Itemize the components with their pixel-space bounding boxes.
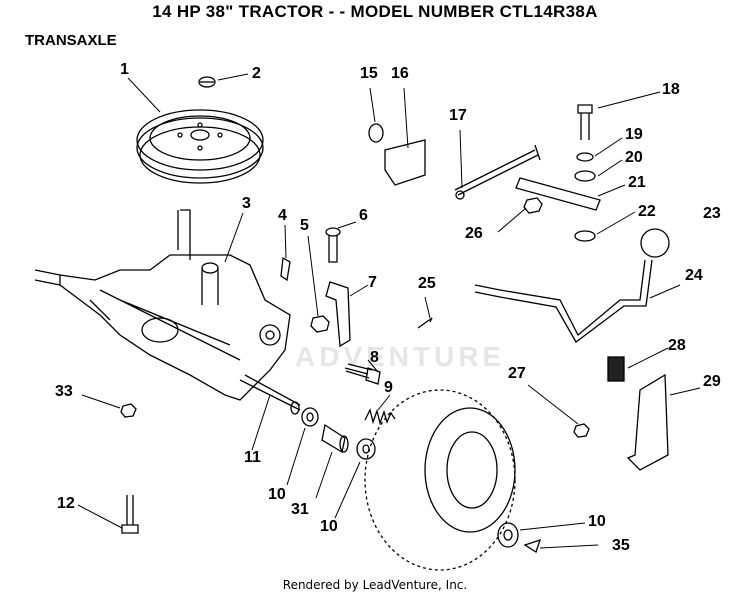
callout-33: 33 xyxy=(55,383,73,400)
callout-29: 29 xyxy=(703,373,721,390)
nut-part xyxy=(310,315,330,333)
callout-16: 16 xyxy=(391,65,409,82)
callout-25: 25 xyxy=(418,275,436,292)
retainer-part xyxy=(523,538,542,553)
callout-11: 11 xyxy=(244,449,261,466)
diagram-title: 14 HP 38" TRACTOR - - MODEL NUMBER CTL14… xyxy=(152,2,598,21)
callout-10-c: 10 xyxy=(588,513,606,530)
callout-28: 28 xyxy=(668,337,686,354)
spring-28-part xyxy=(607,356,625,382)
section-label: TRANSAXLE xyxy=(25,32,117,49)
bolt-18-part xyxy=(577,104,593,140)
callout-4: 4 xyxy=(278,207,287,224)
callout-15: 15 xyxy=(360,65,378,82)
footer-credit: Rendered by LeadVenture, Inc. xyxy=(282,578,468,592)
knob-part xyxy=(640,228,670,258)
cotter-pin-part xyxy=(417,317,433,329)
callout-23: 23 xyxy=(703,205,721,222)
washer-22-part xyxy=(574,230,596,242)
bracket-16-part xyxy=(384,139,426,186)
callout-9: 9 xyxy=(384,379,393,396)
link-rod-part xyxy=(454,144,541,200)
callout-18: 18 xyxy=(662,81,680,98)
callout-24: 24 xyxy=(685,267,703,284)
callout-7: 7 xyxy=(368,274,377,291)
callout-22: 22 xyxy=(638,203,656,220)
washer-part xyxy=(301,407,319,427)
lever-part xyxy=(474,259,653,343)
pin-part xyxy=(280,256,291,282)
callout-26: 26 xyxy=(465,225,483,242)
hex-bolt-part xyxy=(344,363,381,385)
callout-20: 20 xyxy=(625,149,643,166)
bracket-29-part xyxy=(626,373,669,471)
callout-19: 19 xyxy=(625,126,643,143)
bolt-12-part xyxy=(121,495,139,534)
pulley-part xyxy=(136,109,264,184)
washer-part xyxy=(497,522,519,548)
washer-20-part xyxy=(574,170,596,182)
callout-5: 5 xyxy=(300,217,309,234)
callout-31: 31 xyxy=(291,501,309,518)
nut-27-part xyxy=(573,423,590,438)
callout-3: 3 xyxy=(242,195,251,212)
bracket-part xyxy=(325,281,351,348)
nut-26-part xyxy=(523,197,543,214)
lockwasher-part xyxy=(576,152,594,162)
key-part xyxy=(198,76,216,88)
callout-10-b: 10 xyxy=(320,518,338,535)
callout-27: 27 xyxy=(508,365,526,382)
carriage-bolt-part xyxy=(325,227,341,263)
spacer-part xyxy=(321,423,349,454)
transaxle-part xyxy=(34,209,301,415)
spring-part xyxy=(364,408,396,426)
plate-part xyxy=(515,177,601,211)
callout-1: 1 xyxy=(120,61,129,78)
watermark-text: ADVENTURE xyxy=(295,341,505,372)
callout-21: 21 xyxy=(628,174,646,191)
nut-33-part xyxy=(120,403,137,418)
callout-6: 6 xyxy=(359,207,368,224)
callout-8: 8 xyxy=(370,349,379,366)
callout-12: 12 xyxy=(57,495,75,512)
callout-35: 35 xyxy=(612,537,630,554)
wheel-part xyxy=(364,389,516,571)
callout-2: 2 xyxy=(252,65,261,82)
washer-part xyxy=(356,438,376,460)
washer-15-part xyxy=(368,123,384,143)
callout-10-a: 10 xyxy=(268,486,286,503)
callout-17: 17 xyxy=(449,107,467,124)
